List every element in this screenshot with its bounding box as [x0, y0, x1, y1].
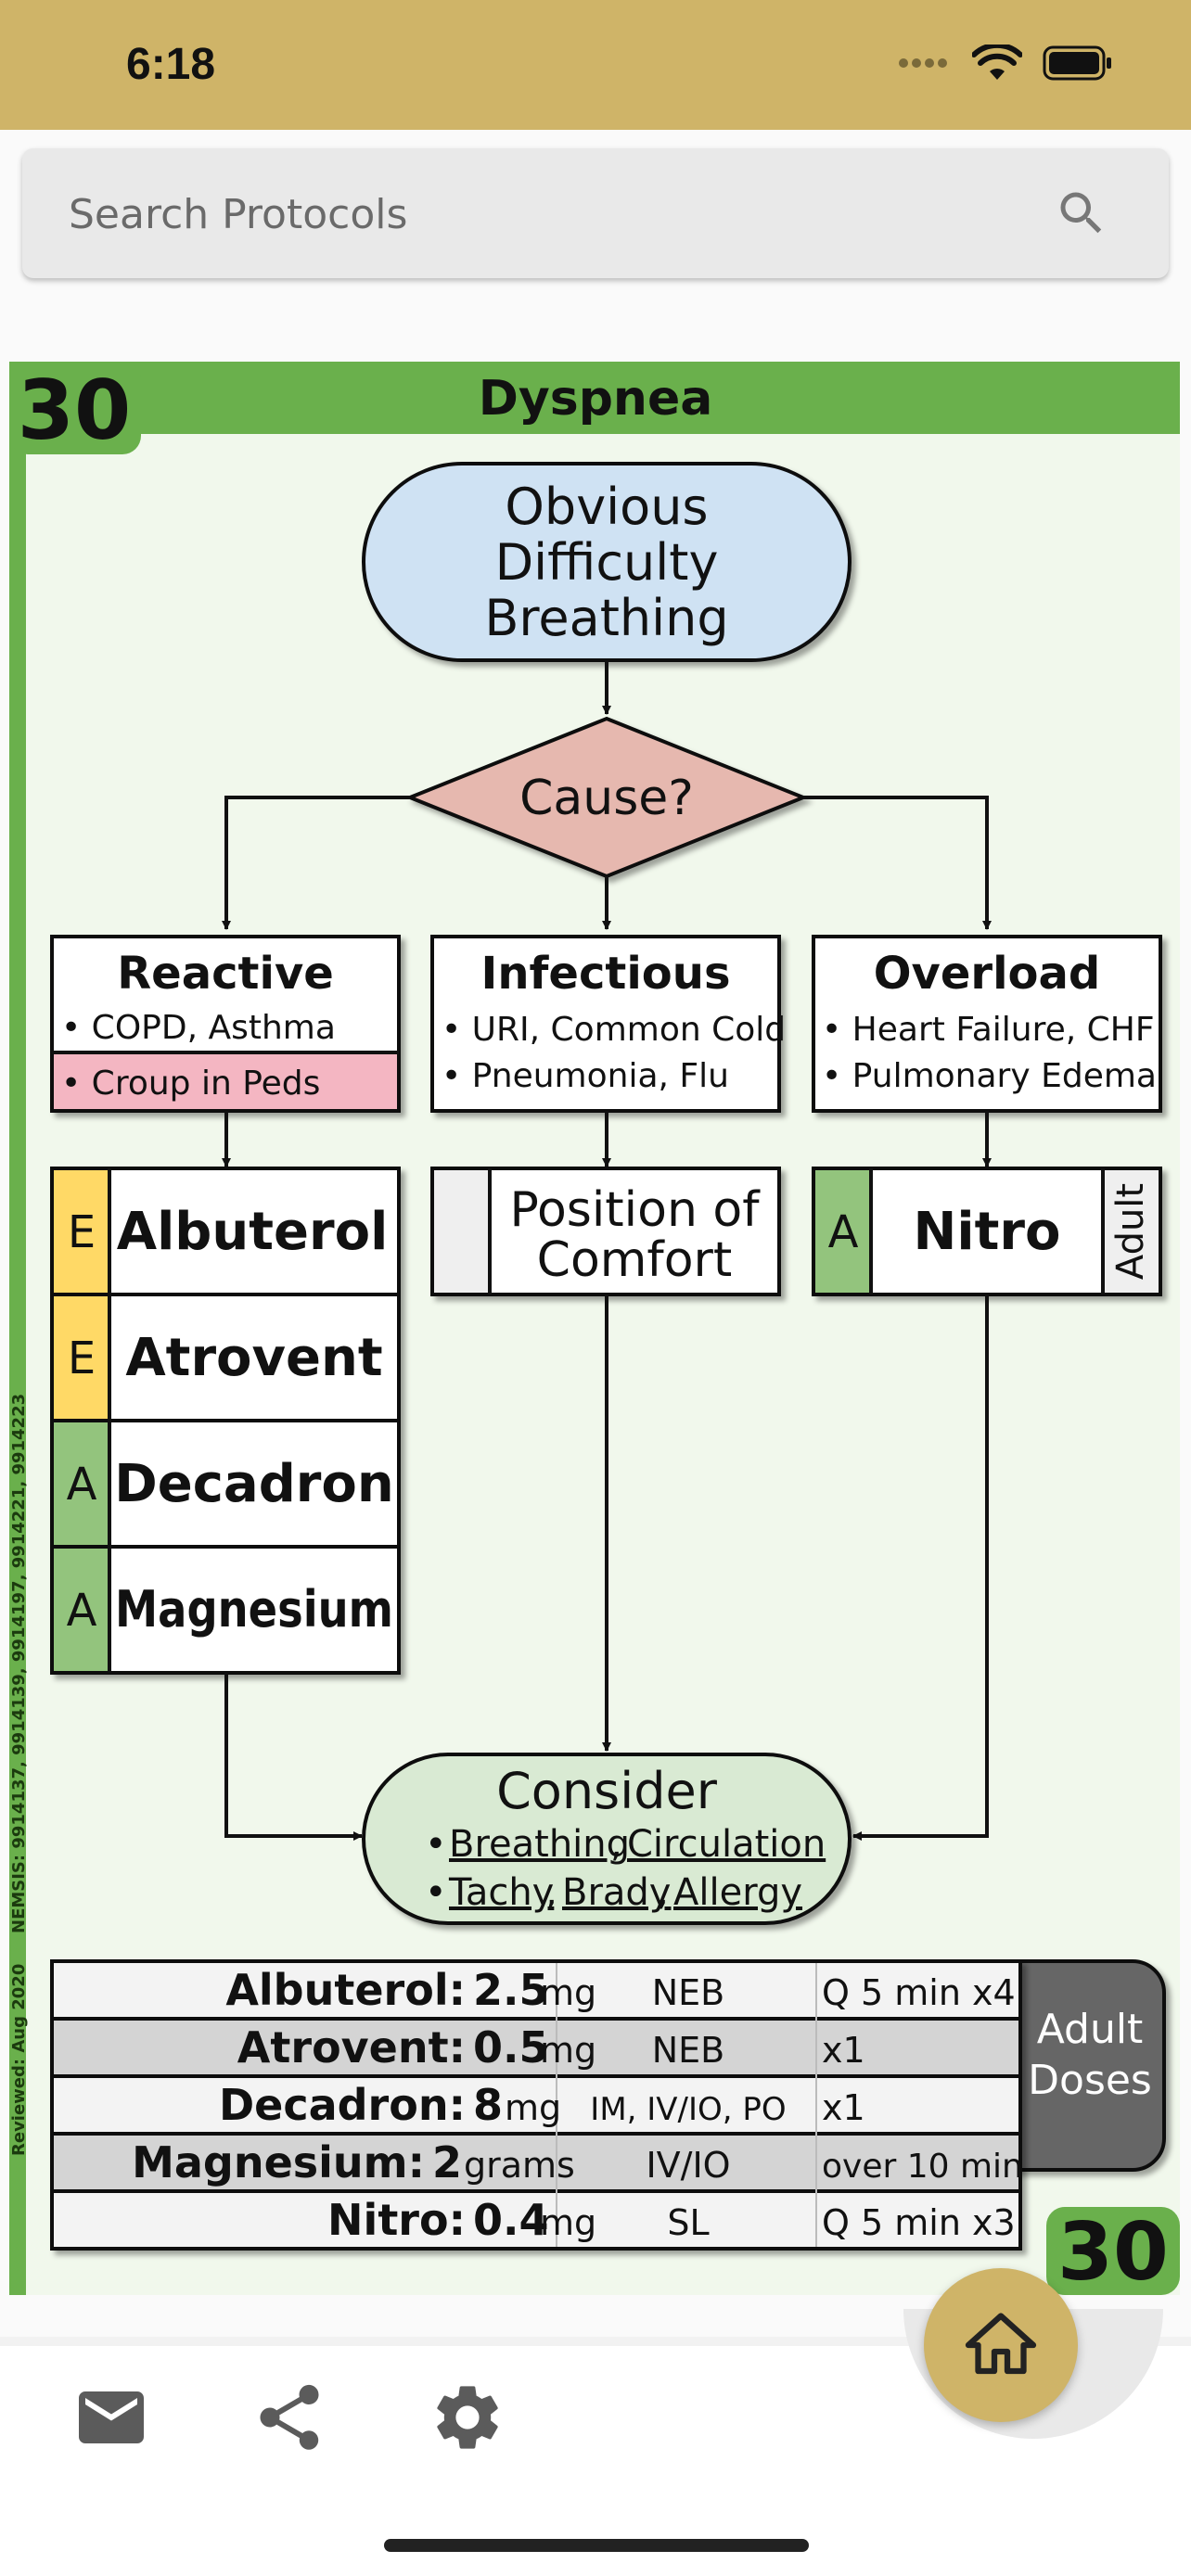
start-line-1: Obvious — [505, 478, 708, 536]
consider-bullet-2: • — [425, 1871, 447, 1914]
number-tab-bottom — [1046, 2207, 1180, 2295]
search-icon[interactable] — [1054, 185, 1109, 241]
nitro-level: A — [828, 1206, 859, 1258]
consider-link-allergy[interactable]: Allergy — [673, 1871, 802, 1914]
consider-comma-3: , — [657, 1871, 669, 1914]
dose-route: SL — [667, 2202, 709, 2243]
dose-amount: 2 — [432, 2137, 462, 2187]
dose-unit: grams — [464, 2145, 575, 2186]
wifi-icon — [972, 45, 1022, 80]
dose-amount: 2.5 — [473, 1965, 549, 2015]
consider-link-brady[interactable]: Brady — [562, 1871, 671, 1914]
protocol-title: Dyspnea — [479, 371, 713, 427]
reactive-item-2: • Croup in Peds — [61, 1065, 320, 1103]
dose-amount: 8 — [473, 2080, 503, 2130]
mail-icon[interactable] — [72, 2378, 150, 2456]
dose-amount: 0.4 — [473, 2195, 549, 2245]
start-line-2: Difficulty — [495, 533, 719, 592]
dose-freq: x1 — [822, 2087, 865, 2128]
status-bar: 6:18 — [0, 0, 1191, 130]
med-level-4: A — [67, 1585, 97, 1637]
med-name-3: Decadron — [114, 1454, 394, 1514]
med-name-4: Magnesium — [115, 1580, 393, 1639]
dose-freq: over 10 min — [822, 2148, 1023, 2186]
med-level-3: A — [67, 1459, 97, 1511]
status-time: 6:18 — [126, 40, 216, 89]
dose-route: NEB — [652, 2030, 725, 2071]
infectious-box: Infectious • URI, Common Cold • Pneumoni… — [430, 935, 786, 1113]
dose-drug: Atrovent: — [237, 2022, 466, 2072]
dose-amount: 0.5 — [473, 2022, 549, 2072]
dose-table — [50, 1959, 1022, 2251]
dose-unit: mg — [540, 1972, 596, 2013]
dose-route: IV/IO — [646, 2145, 730, 2186]
decision-text: Cause? — [519, 771, 694, 826]
home-icon — [965, 2313, 1037, 2375]
reactive-box: Reactive • COPD, Asthma • Croup in Peds — [50, 935, 401, 1113]
med-name-2: Atrovent — [125, 1328, 382, 1388]
consider-node: Consider • Breathing , Circulation • Tac… — [362, 1753, 852, 1925]
med-name-1: Albuterol — [117, 1202, 389, 1262]
consider-comma-1: , — [610, 1823, 622, 1866]
protocol-viewer[interactable]: 30 Dyspnea NEMSIS: 9914137, 9914139, 991… — [0, 315, 1191, 2337]
reviewed-date: Reviewed: Aug 2020 — [9, 1964, 29, 2156]
share-icon[interactable] — [250, 2378, 328, 2456]
position-box: Position of Comfort — [430, 1167, 781, 1296]
dose-drug: Nitro: — [327, 2195, 466, 2245]
consider-title: Consider — [496, 1762, 718, 1820]
dose-drug: Decadron: — [219, 2080, 466, 2130]
med-level-1: E — [68, 1206, 96, 1258]
med-level-2: E — [68, 1333, 96, 1384]
search-bar[interactable] — [22, 148, 1169, 278]
overload-item-1: • Heart Failure, CHF — [822, 1011, 1155, 1049]
signal-icon — [899, 58, 947, 68]
start-line-3: Breathing — [484, 589, 728, 647]
dose-route: IM, IV/IO, PO — [590, 2091, 786, 2128]
consider-link-breathing[interactable]: Breathing — [449, 1823, 630, 1866]
infectious-item-2: • Pneumonia, Flu — [442, 1057, 729, 1095]
search-area — [0, 130, 1191, 315]
overload-title: Overload — [874, 948, 1101, 1000]
dose-drug: Albuterol: — [225, 1965, 466, 2015]
dose-freq: x1 — [822, 2030, 865, 2071]
dose-tag-line-1: Adult — [1037, 2006, 1144, 2053]
dose-drug: Magnesium: — [132, 2137, 425, 2187]
nitro-name: Nitro — [914, 1202, 1061, 1262]
nitro-box: A Nitro Adult — [812, 1167, 1162, 1296]
protocol-number-bottom: 30 — [1057, 2206, 1169, 2299]
dose-freq: Q 5 min x3 — [822, 2202, 1016, 2243]
battery-icon — [1043, 45, 1111, 81]
protocol-flowchart: 30 Dyspnea NEMSIS: 9914137, 9914139, 991… — [9, 362, 1180, 2299]
nitro-adult-tag: Adult — [1109, 1183, 1152, 1280]
number-tab — [9, 362, 141, 454]
dose-unit: mg — [540, 2202, 596, 2243]
consider-link-tachy[interactable]: Tachy — [448, 1871, 554, 1914]
dose-freq: Q 5 min x4 — [822, 1972, 1016, 2013]
search-input[interactable] — [67, 176, 1035, 252]
home-button[interactable] — [924, 2268, 1078, 2422]
reactive-item-1: • COPD, Asthma — [61, 1009, 336, 1047]
infectious-title: Infectious — [480, 948, 730, 1000]
position-line-2: Comfort — [537, 1232, 733, 1288]
overload-item-2: • Pulmonary Edema — [822, 1057, 1157, 1095]
overload-box: Overload • Heart Failure, CHF • Pulmonar… — [812, 935, 1162, 1113]
title-bar — [9, 362, 1180, 434]
dose-unit: mg — [505, 2087, 561, 2128]
left-border — [9, 362, 26, 2295]
infectious-item-1: • URI, Common Cold — [442, 1011, 786, 1049]
dose-unit: mg — [540, 2030, 596, 2071]
dose-tag-line-2: Doses — [1028, 2057, 1152, 2104]
position-line-1: Position of — [509, 1182, 761, 1238]
gear-icon[interactable] — [429, 2378, 506, 2456]
consider-bullet-1: • — [425, 1823, 447, 1866]
home-indicator — [384, 2539, 809, 2552]
reactive-title: Reactive — [117, 948, 334, 1000]
nemsis-codes: NEMSIS: 9914137, 9914139, 9914197, 99142… — [9, 1394, 29, 1933]
protocol-number: 30 — [18, 363, 131, 458]
consider-comma-2: , — [545, 1871, 557, 1914]
dose-route: NEB — [652, 1972, 725, 2013]
consider-link-circulation[interactable]: Circulation — [627, 1823, 826, 1866]
